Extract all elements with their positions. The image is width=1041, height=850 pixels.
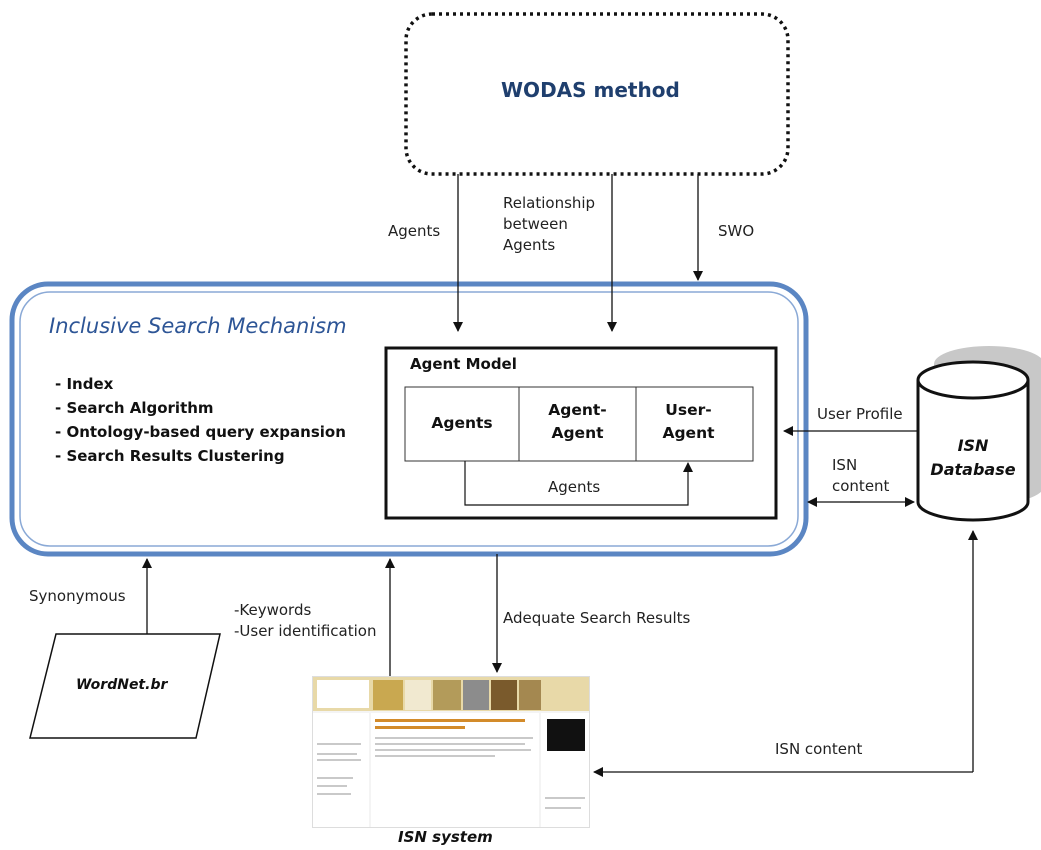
edge-label-user-profile: User Profile: [817, 405, 903, 423]
thumb-video: [547, 719, 585, 751]
thumb-main: [371, 713, 539, 827]
ism-item-index: - Index: [55, 375, 114, 393]
edge-label-synonymous: Synonymous: [29, 587, 126, 605]
thumb-photo: [433, 680, 461, 710]
thumb-headline: [375, 726, 465, 729]
thumb-text-line: [545, 807, 581, 809]
agent-model-table: [404, 386, 754, 462]
thumb-headline: [375, 719, 525, 722]
thumb-text-line: [317, 759, 361, 761]
thumb-text-line: [317, 753, 357, 755]
ism-feature-list: - Index - Search Algorithm - Ontology-ba…: [55, 372, 346, 468]
edge-label-keywords: -Keywords -User identification: [234, 601, 377, 640]
edge-label-agents: Agents: [388, 222, 441, 240]
thumb-logo: [317, 680, 369, 708]
wordnet-shape: [29, 633, 221, 739]
ism-item-query-expansion: - Ontology-based query expansion: [55, 423, 346, 441]
thumb-sidebar: [313, 713, 369, 827]
ism-item-clustering: - Search Results Clustering: [55, 447, 285, 465]
wordnet-label: WordNet.br: [76, 677, 168, 693]
thumb-photo: [491, 680, 517, 710]
thumb-text-line: [375, 743, 525, 745]
thumb-text-line: [317, 785, 347, 787]
isn-database: [916, 346, 1041, 522]
isn-system-label: ISN system: [398, 828, 493, 846]
ism-title: Inclusive Search Mechanism: [49, 314, 347, 338]
edge-label-isn-content-bottom: ISN content: [775, 740, 863, 758]
ism-item-search-algorithm: - Search Algorithm: [55, 399, 214, 417]
thumb-text-line: [375, 749, 531, 751]
isn-system-screenshot: [312, 676, 590, 828]
ism-box-outer: [9, 281, 809, 557]
agent-model-title: Agent Model: [410, 355, 517, 373]
agents-loop-arrow: [464, 461, 693, 506]
thumb-photo: [373, 680, 403, 710]
thumb-text-line: [317, 777, 353, 779]
edge-label-results: Adequate Search Results: [503, 609, 691, 627]
cell-agents: Agents: [431, 414, 493, 432]
thumb-text-line: [375, 737, 533, 739]
agents-loop-label: Agents: [548, 478, 601, 496]
thumb-text-line: [317, 743, 361, 745]
edge-label-relationship: Relationship between Agents: [503, 194, 596, 254]
thumb-text-line: [375, 755, 495, 757]
thumb-photo: [405, 680, 431, 710]
thumb-photo: [463, 680, 489, 710]
db-label: ISN Database: [930, 436, 1016, 479]
cell-agent-agent: Agent- Agent: [548, 401, 607, 442]
wodas-title: WODAS method: [501, 78, 680, 102]
ism-box-inner: [19, 291, 799, 547]
thumb-text-line: [545, 797, 585, 799]
edge-label-isn-content-top: ISN content: [832, 456, 890, 495]
thumb-text-line: [317, 793, 351, 795]
edge-label-swo: SWO: [718, 222, 755, 240]
cell-user-agent: User- Agent: [662, 401, 715, 442]
thumb-photo: [519, 680, 541, 710]
